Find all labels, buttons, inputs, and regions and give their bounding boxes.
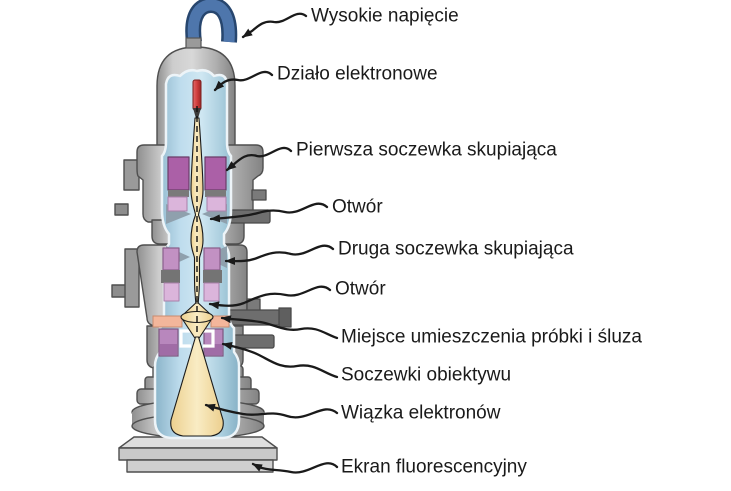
objective-coil-left-dark [160,344,177,355]
objective-coil-right-dark [205,344,222,355]
leader-otwor-1 [209,202,329,223]
lens1-coil-right [204,156,227,191]
leader-wysokie-napiecie [241,12,308,39]
lens1-coil-left [167,156,190,191]
lens2-coil-left [162,247,180,271]
lens2-pole-left [163,282,180,302]
objective-bracket-left [179,329,191,348]
gun-filament [192,79,202,111]
label-ekran-fluorescencyjny: Ekran fluorescencyjny [341,456,527,478]
lens1-pole-left [167,196,188,212]
lens2-spacer-left [161,270,180,283]
lens1-spacer-right [205,190,226,197]
right-tab [251,189,267,201]
electron-gun [192,79,202,122]
left-tab-2 [114,203,129,216]
leader-ekran-fluorescencyjny [251,462,339,474]
first-condenser-lens [167,156,227,212]
label-pierwsza-soczewka: Pierwsza soczewka skupiająca [296,139,557,161]
fluorescent-screen-base [118,436,278,473]
label-dzialo-elektronowe: Działo elektronowe [277,63,438,85]
objective-lens [158,328,224,357]
leader-pierwsza-soczewka [225,146,293,172]
label-otwor-2: Otwór [335,278,386,300]
leader-druga-soczewka [224,244,335,266]
label-wysokie-napiecie: Wysokie napięcie [311,5,459,27]
objective-bracket-right [203,329,215,348]
lens2-coil-right [203,247,221,271]
lens1-pole-right [206,196,227,212]
lens1-spacer-left [168,190,189,197]
label-druga-soczewka: Druga soczewka skupiająca [338,238,574,260]
label-otwor-1: Otwór [332,196,383,218]
cable-body [187,0,235,43]
leader-wiazka-elektronow [204,403,339,419]
label-miejsce-probki: Miejsce umieszczenia próbki i śluza [341,326,642,348]
leader-otwor-2 [208,285,332,310]
leader-soczewki-obiektywu [221,341,339,379]
lens2-spacer-right [203,270,222,283]
leader-lines [204,12,339,474]
label-wiazka-elektronow: Wiązka elektronów [341,402,501,424]
gun-tip [193,108,201,122]
high-voltage-cable [185,0,238,49]
stage-shelf-left [152,315,183,328]
lens2-pole-right [203,282,220,302]
screen-tray-front [118,447,278,461]
leader-miejsce-probki [220,315,339,340]
cable-connector [185,37,202,49]
second-condenser-lens [161,247,222,302]
label-soczewki-obiektywu: Soczewki obiektywu [341,364,512,386]
rod-end-cap [278,307,292,328]
leader-dzialo-elektronowe [213,70,274,92]
screen-tray-lower [126,459,274,473]
left-strip [124,248,140,308]
